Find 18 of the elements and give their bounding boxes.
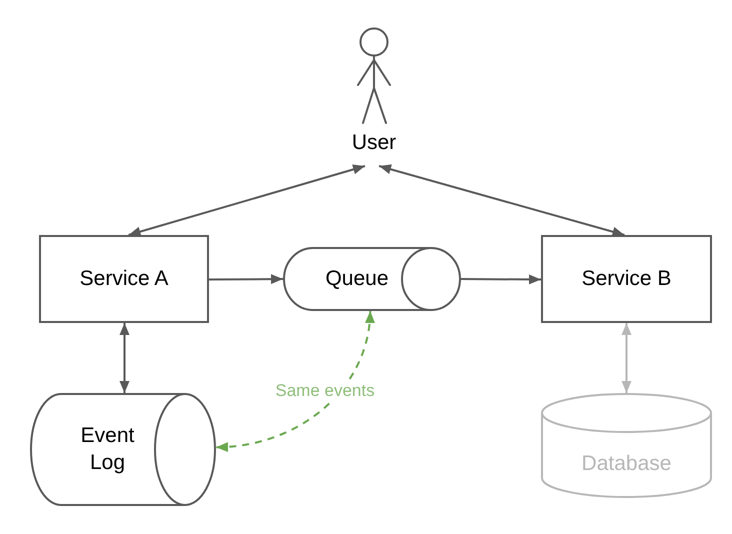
double-headed-arrow bbox=[128, 164, 366, 236]
node-label: Service B bbox=[582, 266, 672, 292]
arrow bbox=[461, 274, 541, 284]
double-headed-arrow bbox=[622, 323, 632, 393]
node-label: Database bbox=[582, 451, 672, 478]
database-cylinder bbox=[541, 393, 712, 498]
double-headed-arrow bbox=[378, 164, 625, 237]
node-label: User bbox=[352, 130, 396, 156]
process-box bbox=[541, 235, 712, 323]
node-label: Service A bbox=[80, 266, 168, 292]
storage-cylinder bbox=[30, 393, 216, 506]
process-box bbox=[39, 235, 209, 323]
dashed-double-headed-arrow bbox=[216, 310, 375, 452]
node-label: Event Log bbox=[80, 423, 136, 476]
queue-cylinder bbox=[283, 247, 461, 311]
double-headed-arrow bbox=[120, 323, 130, 393]
node-label: Queue bbox=[325, 266, 389, 292]
arrow bbox=[208, 274, 283, 284]
